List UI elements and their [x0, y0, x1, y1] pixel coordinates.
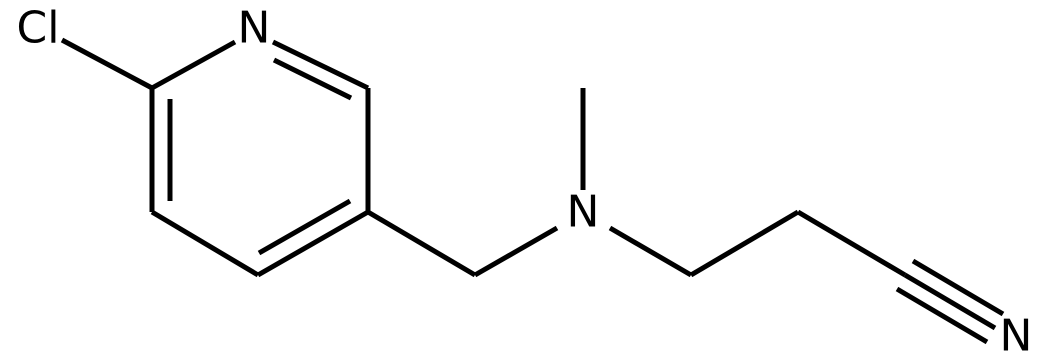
bond-n1-c6-inner	[272, 57, 353, 101]
triple-bond-line-2	[911, 258, 1005, 317]
bond-c2-cl	[60, 37, 154, 91]
triple-bond-line-1	[903, 272, 997, 331]
bond-n1-c6	[271, 39, 370, 91]
pyridine-ring	[149, 39, 371, 278]
bond-ch2-n	[473, 225, 559, 278]
atom-label-amine-nitrogen: N	[567, 187, 600, 238]
atom-label-chlorine: Cl	[17, 3, 60, 54]
bond-n-ch2	[608, 225, 693, 278]
bond-ch2-cn	[796, 209, 907, 278]
atom-label-pyridine-nitrogen: N	[238, 3, 271, 54]
atom-label-nitrile-nitrogen: N	[1000, 311, 1033, 362]
bond-c5-c4-inner	[257, 198, 352, 256]
nitrile-triple-bond	[895, 258, 1005, 345]
bond-c5-c4	[256, 209, 370, 278]
triple-bond-line-3	[895, 286, 989, 345]
bond-ch2-ch2	[689, 209, 800, 278]
bond-c2-n1	[150, 39, 237, 91]
bond-c4-c3	[150, 209, 260, 278]
bond-c5-ch2	[366, 209, 477, 278]
